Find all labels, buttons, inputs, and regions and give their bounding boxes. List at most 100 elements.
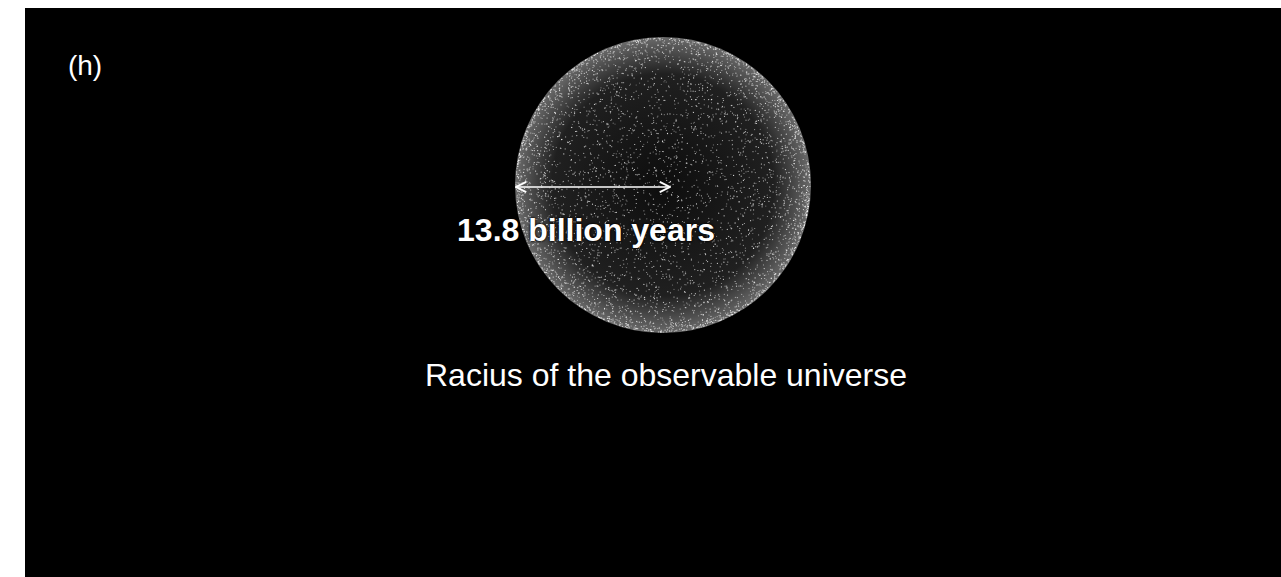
texture-dot [777,100,778,101]
texture-dot [545,178,546,179]
texture-dot [748,279,749,280]
texture-dot [724,116,725,117]
texture-dot [638,303,639,304]
texture-dot [600,209,601,210]
texture-dot [697,270,698,271]
texture-dot [729,307,730,308]
texture-dot [617,195,618,196]
texture-dot [545,251,546,252]
texture-dot [609,106,610,107]
texture-dot [689,322,690,323]
texture-dot [774,111,775,112]
texture-dot [583,174,584,175]
texture-dot [738,303,739,304]
texture-dot [710,295,711,296]
texture-dot [722,175,723,176]
texture-dot [556,279,557,280]
texture-dot [713,54,714,55]
texture-dot [687,304,688,305]
texture-dot [711,102,712,103]
texture-dot [765,152,766,153]
texture-dot [707,194,708,195]
texture-dot [554,249,555,250]
texture-dot [740,252,741,253]
texture-dot [603,50,604,51]
texture-dot [601,252,602,253]
texture-dot [529,143,530,144]
texture-dot [578,255,579,256]
texture-dot [772,231,773,232]
texture-dot [693,77,694,78]
texture-dot [765,226,766,227]
texture-dot [726,52,727,53]
texture-dot [737,75,738,76]
texture-dot [732,73,733,74]
texture-dot [593,65,594,66]
texture-dot [678,42,679,43]
texture-dot [770,102,771,103]
texture-dot [627,57,628,58]
texture-dot [598,155,599,156]
texture-dot [539,155,540,156]
texture-dot [692,310,693,311]
texture-dot [655,74,656,75]
texture-dot [728,222,729,223]
texture-dot [613,261,614,262]
texture-dot [638,97,639,98]
texture-dot [595,304,596,305]
texture-dot [751,81,752,82]
texture-dot [716,277,717,278]
texture-dot [629,299,630,300]
texture-dot [626,321,627,322]
texture-dot [798,145,799,146]
texture-dot [677,164,678,165]
texture-dot [694,185,695,186]
texture-dot [781,107,782,108]
texture-dot [712,152,713,153]
texture-dot [789,144,790,145]
texture-dot [528,161,529,162]
texture-dot [677,197,678,198]
texture-dot [649,263,650,264]
texture-dot [699,47,700,48]
texture-dot [574,276,575,277]
texture-dot [726,131,727,132]
texture-dot [595,170,596,171]
texture-dot [614,165,615,166]
texture-dot [791,116,792,117]
texture-dot [586,81,587,82]
texture-dot [694,42,695,43]
texture-dot [674,100,675,101]
texture-dot [749,283,750,284]
texture-dot [559,114,560,115]
texture-dot [617,47,618,48]
texture-dot [600,144,601,145]
texture-dot [603,54,604,55]
texture-dot [758,245,759,246]
texture-dot [664,259,665,260]
texture-dot [700,133,701,134]
texture-dot [724,113,725,114]
texture-dot [549,126,550,127]
texture-dot [778,237,779,238]
texture-dot [702,138,703,139]
texture-dot [530,208,531,209]
texture-dot [666,273,667,274]
texture-dot [597,61,598,62]
texture-dot [654,298,655,299]
texture-dot [678,147,679,148]
texture-dot [583,270,584,271]
texture-dot [564,264,565,265]
texture-dot [632,168,633,169]
texture-dot [641,64,642,65]
texture-dot [761,167,762,168]
texture-dot [618,58,619,59]
texture-dot [609,298,610,299]
texture-dot [578,78,579,79]
texture-dot [754,129,755,130]
texture-dot [740,90,741,91]
texture-dot [587,137,588,138]
texture-dot [622,290,623,291]
texture-dot [531,200,532,201]
texture-dot [762,97,763,98]
